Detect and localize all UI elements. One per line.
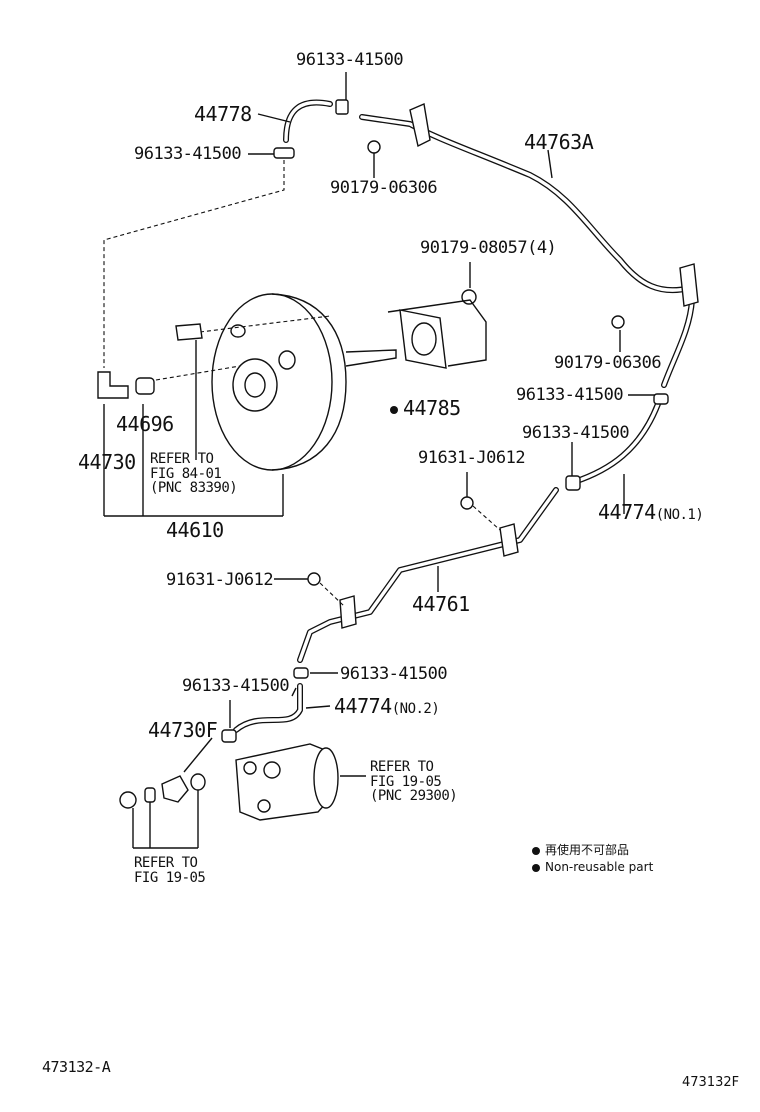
- label-pipe-761: 44761: [412, 592, 470, 616]
- label-bolt-left: 91631-J0612: [166, 570, 274, 590]
- clamp-b1: [293, 667, 309, 679]
- bracket-low: [339, 595, 357, 629]
- label-bolt-top: 90179-06306: [330, 178, 438, 198]
- label-hose-no2: 44774(NO.2): [334, 694, 440, 718]
- label-hose-no2-text: 44774: [334, 694, 392, 718]
- label-bolt-right: 90179-06306: [554, 353, 662, 373]
- clamp-b2: [221, 729, 237, 743]
- legend-en: Non-reusable part: [532, 861, 653, 873]
- label-clamp-left: 96133-41500: [134, 144, 242, 164]
- gasket-44785: [387, 299, 487, 369]
- connector-refer: [175, 323, 203, 341]
- legend-bullet-en: [532, 863, 540, 872]
- bracket-mid: [499, 523, 519, 557]
- bracket-top: [409, 103, 431, 148]
- legend-jp: 再使用不可部品: [532, 844, 629, 856]
- label-union: 44730: [78, 450, 136, 474]
- label-refer-1905-pump: REFER TO FIG 19-05 (PNC 29300): [370, 759, 458, 805]
- washer-2: [190, 773, 206, 791]
- hose-44774-no2: [233, 683, 303, 733]
- label-hose-no2-suffix: (NO.2): [391, 701, 440, 717]
- label-nut-4: 90179-08057(4): [420, 238, 557, 258]
- label-hose-top: 44778: [194, 102, 252, 126]
- bolt-right: [611, 315, 625, 329]
- bolt-top: [367, 140, 381, 154]
- bolt-mid: [460, 496, 474, 510]
- label-gasket-text: 44785: [403, 396, 461, 420]
- non-reusable-bullet: [390, 405, 398, 414]
- label-clamp-b1: 96133-41500: [340, 664, 448, 684]
- label-clamp-b2: 96133-41500: [182, 676, 290, 696]
- bolt-low: [307, 572, 321, 586]
- union-44730f: [161, 775, 189, 803]
- bracket-right: [679, 263, 699, 307]
- label-union-f: 44730F: [148, 718, 218, 742]
- label-clamp-r1: 96133-41500: [516, 385, 624, 405]
- fig-code-right: 473132F: [682, 1075, 740, 1090]
- label-clamp-r2: 96133-41500: [522, 423, 630, 443]
- hose-44778: [283, 99, 333, 143]
- label-bolt-mid: 91631-J0612: [418, 448, 526, 468]
- label-check-valve: 44696: [116, 412, 174, 436]
- pipe-44763a: [359, 114, 695, 388]
- legend-bullet-jp: [532, 846, 540, 855]
- label-gasket: 44785: [390, 398, 461, 418]
- washer-1: [144, 787, 156, 803]
- label-hose-no1-text: 44774: [598, 500, 656, 524]
- fig-code-left: 473132-A: [42, 1058, 111, 1076]
- label-clamp-top: 96133-41500: [296, 50, 404, 70]
- nut-4: [461, 289, 477, 305]
- clamp-top: [335, 99, 349, 115]
- label-refer-1905-bolts: REFER TO FIG 19-05: [134, 855, 206, 886]
- plug-bolt: [119, 791, 137, 809]
- vacuum-pump: [235, 743, 339, 821]
- clamp-r1: [653, 393, 669, 405]
- pipe-44761: [297, 487, 559, 663]
- check-valve-44696: [135, 377, 155, 395]
- label-hose-no1-suffix: (NO.1): [655, 507, 704, 523]
- label-pipe-a: 44763A: [524, 130, 594, 154]
- legend-jp-text: 再使用不可部品: [545, 843, 630, 857]
- label-hose-no1: 44774(NO.1): [598, 500, 704, 524]
- label-booster: 44610: [166, 518, 224, 542]
- union-44730: [97, 371, 129, 399]
- clamp-left: [273, 147, 295, 159]
- clamp-r2: [565, 475, 581, 491]
- label-refer-8401: REFER TO FIG 84-01 (PNC 83390): [150, 451, 238, 497]
- hose-44774-no1: [571, 401, 661, 485]
- legend-en-text: Non-reusable part: [545, 860, 654, 874]
- brake-booster: [211, 293, 397, 471]
